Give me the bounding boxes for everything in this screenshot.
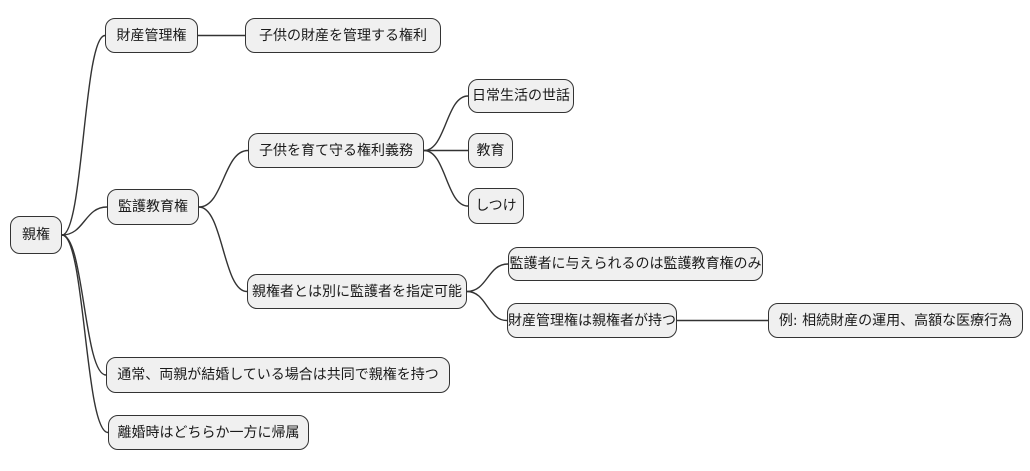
edge-root-custody-edu xyxy=(61,206,108,236)
edge-custody-edu-raise-protect xyxy=(198,149,249,208)
node-property-mgmt: 財産管理権 xyxy=(105,18,198,53)
node-property-mgmt-desc-label: 子供の財産を管理する権利 xyxy=(259,27,427,44)
node-guardian-rights-limit-label: 監護者に与えられるのは監護教育権のみ xyxy=(509,256,762,272)
edge-raise-protect-daily-care xyxy=(423,95,469,152)
node-education-label: 教育 xyxy=(476,142,505,159)
edge-root-property-mgmt xyxy=(61,34,106,236)
node-root: 親権 xyxy=(10,216,62,254)
node-married-joint-label: 通常、両親が結婚している場合は共同で親権を持つ xyxy=(117,367,439,383)
node-guardian-designation: 親権者とは別に監護者を指定可能 xyxy=(247,274,467,309)
node-property-stays-parent: 財産管理権は親権者が持つ xyxy=(507,303,677,338)
edge-custody-edu-guardian-designation xyxy=(198,206,248,293)
node-discipline-label: しつけ xyxy=(475,198,517,214)
node-guardian-designation-label: 親権者とは別に監護者を指定可能 xyxy=(252,283,462,300)
edge-root-married-joint xyxy=(61,234,107,376)
edge-root-divorce-one-side xyxy=(61,234,109,434)
node-custody-edu: 監護教育権 xyxy=(107,189,199,225)
node-daily-care-label: 日常生活の世話 xyxy=(472,88,570,104)
node-property-stays-parent-label: 財産管理権は親権者が持つ xyxy=(508,312,676,329)
node-raise-protect: 子供を育て守る権利義務 xyxy=(248,133,424,168)
node-example-note-label: 例: 相続財産の運用、高額な医療行為 xyxy=(778,312,1013,329)
node-raise-protect-label: 子供を育て守る権利義務 xyxy=(259,142,413,159)
edge-raise-protect-discipline xyxy=(423,149,469,207)
node-divorce-one-side: 離婚時はどちらか一方に帰属 xyxy=(108,415,309,450)
node-daily-care: 日常生活の世話 xyxy=(468,79,574,113)
node-root-label: 親権 xyxy=(22,227,50,243)
node-married-joint: 通常、両親が結婚している場合は共同で親権を持つ xyxy=(106,357,450,393)
node-education: 教育 xyxy=(468,133,513,168)
node-divorce-one-side-label: 離婚時はどちらか一方に帰属 xyxy=(117,424,300,441)
edge-guardian-designation-guardian-rights-limit xyxy=(466,263,509,293)
edge-guardian-designation-property-stays-parent xyxy=(466,290,508,322)
node-custody-edu-label: 監護教育権 xyxy=(118,199,188,215)
node-discipline: しつけ xyxy=(468,188,524,224)
node-property-mgmt-desc: 子供の財産を管理する権利 xyxy=(245,18,441,53)
node-property-mgmt-label: 財産管理権 xyxy=(116,27,187,44)
node-guardian-rights-limit: 監護者に与えられるのは監護教育権のみ xyxy=(508,247,763,281)
node-example-note: 例: 相続財産の運用、高額な医療行為 xyxy=(768,303,1023,338)
